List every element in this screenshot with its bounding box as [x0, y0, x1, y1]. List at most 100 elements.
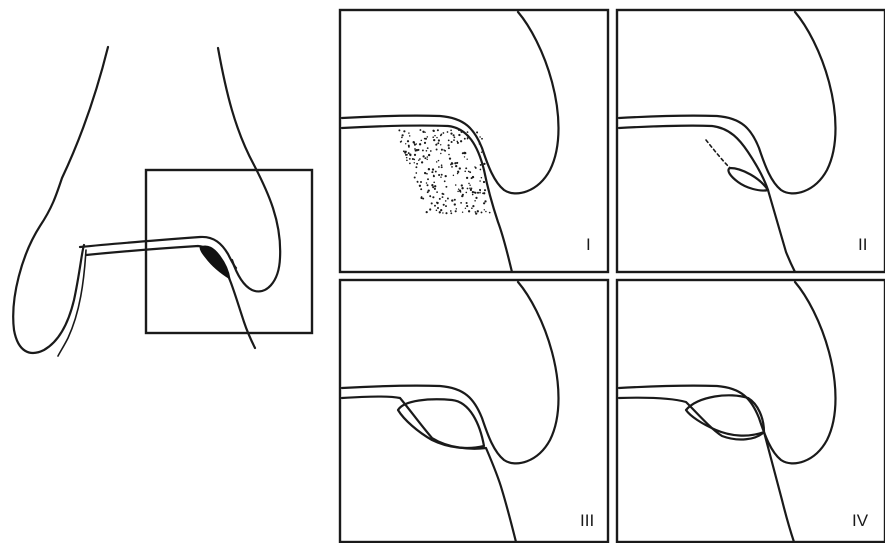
stipple-dot	[427, 156, 429, 158]
stipple-dot	[444, 180, 446, 182]
panel-iv-label: IV	[852, 511, 869, 530]
stipple-dot	[448, 140, 450, 142]
stipple-dot	[481, 151, 482, 152]
stipple-dot	[472, 176, 474, 178]
stipple-dot	[431, 202, 433, 204]
stipple-dot	[484, 189, 486, 191]
stipple-dot	[451, 199, 453, 201]
stipple-dot	[447, 144, 449, 146]
stipple-dot	[414, 148, 416, 150]
stipple-dot	[436, 149, 438, 151]
stipple-dot	[436, 161, 438, 163]
stipple-dot	[464, 138, 466, 140]
stipple-dot	[464, 156, 465, 157]
stipple-dot	[427, 178, 429, 180]
stipple-dot	[459, 190, 461, 192]
stipple-dot	[450, 210, 452, 212]
stipple-dot	[433, 175, 435, 177]
stipple-dot	[444, 150, 446, 152]
stipple-dot	[485, 211, 487, 213]
panel-iii-detached-fragment	[398, 399, 484, 448]
stipple-dot	[467, 131, 469, 133]
stipple-dot	[406, 157, 408, 159]
stipple-dot	[443, 132, 445, 134]
stipple-dot	[440, 135, 442, 137]
stipple-dot	[477, 192, 479, 194]
stipple-dot	[453, 134, 455, 136]
stipple-dot	[463, 152, 465, 154]
panel-ii-fragment	[728, 168, 768, 191]
stipple-dot	[471, 207, 473, 209]
stipple-dot	[440, 153, 441, 154]
panel-iii-frame	[340, 280, 608, 542]
stipple-dot	[438, 174, 440, 176]
stipple-dot	[449, 157, 451, 159]
stipple-dot	[451, 141, 453, 143]
stipple-dot	[479, 143, 480, 144]
stipple-dot	[471, 187, 473, 189]
stipple-dot	[457, 171, 459, 173]
panel-iv-frame	[617, 280, 885, 542]
stipple-dot	[455, 184, 457, 186]
stipple-dot	[401, 140, 402, 141]
stipple-dot	[457, 173, 459, 175]
stipple-dot	[445, 200, 447, 202]
stipple-dot	[441, 149, 443, 151]
stipple-dot	[434, 185, 436, 187]
stipple-dot	[454, 162, 456, 164]
stipple-dot	[445, 205, 447, 207]
stipple-dot	[405, 151, 407, 153]
stipple-dot	[409, 135, 411, 137]
stipple-dot	[424, 157, 426, 159]
stipple-dot	[448, 154, 450, 156]
stipple-dot	[421, 140, 423, 142]
stipple-dot	[460, 140, 462, 142]
stipple-dot	[419, 129, 421, 131]
stipple-dot	[453, 175, 454, 176]
panel-iii-joint-line	[342, 397, 516, 543]
panel-iii	[342, 282, 559, 542]
stipple-dot	[484, 209, 485, 210]
stipple-dot	[475, 212, 477, 214]
panel-ii	[619, 12, 836, 272]
stipple-dot	[431, 184, 433, 186]
stipple-dot	[460, 131, 462, 133]
stipple-dot	[414, 162, 415, 163]
stipple-dot	[427, 147, 429, 149]
stipple-dot	[476, 132, 477, 133]
stipple-dot	[430, 150, 432, 152]
stipple-dot	[479, 136, 480, 137]
stipple-dot	[443, 193, 445, 195]
stipple-dot	[414, 159, 416, 161]
stipple-dot	[470, 189, 472, 191]
stipple-dot	[438, 166, 440, 168]
magnification-box	[146, 170, 312, 333]
stipple-dot	[409, 158, 411, 160]
stipple-dot	[442, 196, 444, 198]
stipple-dot	[474, 192, 476, 194]
stipple-dot	[425, 138, 427, 140]
stipple-dot	[437, 207, 439, 209]
stipple-dot	[415, 150, 417, 152]
stipple-dot	[453, 139, 455, 141]
stipple-dot	[419, 185, 421, 187]
stipple-dot	[409, 154, 411, 156]
stipple-dot	[419, 143, 421, 145]
stipple-dot	[457, 191, 459, 193]
stipple-dot	[461, 184, 463, 186]
stipple-dot	[409, 163, 411, 165]
stipple-dot	[441, 174, 443, 176]
stipple-dot	[406, 154, 408, 156]
stipple-dot	[437, 202, 439, 204]
stipple-dot	[459, 167, 461, 169]
stipple-dot	[483, 163, 485, 165]
stipple-dot	[432, 196, 434, 198]
stipple-dot	[474, 166, 475, 167]
stipple-dot	[472, 194, 474, 196]
stipple-dot	[429, 195, 431, 197]
stipple-dot	[433, 130, 435, 132]
stipple-dot	[481, 138, 483, 140]
stipple-dot	[432, 168, 434, 170]
stipple-dot	[451, 166, 453, 168]
